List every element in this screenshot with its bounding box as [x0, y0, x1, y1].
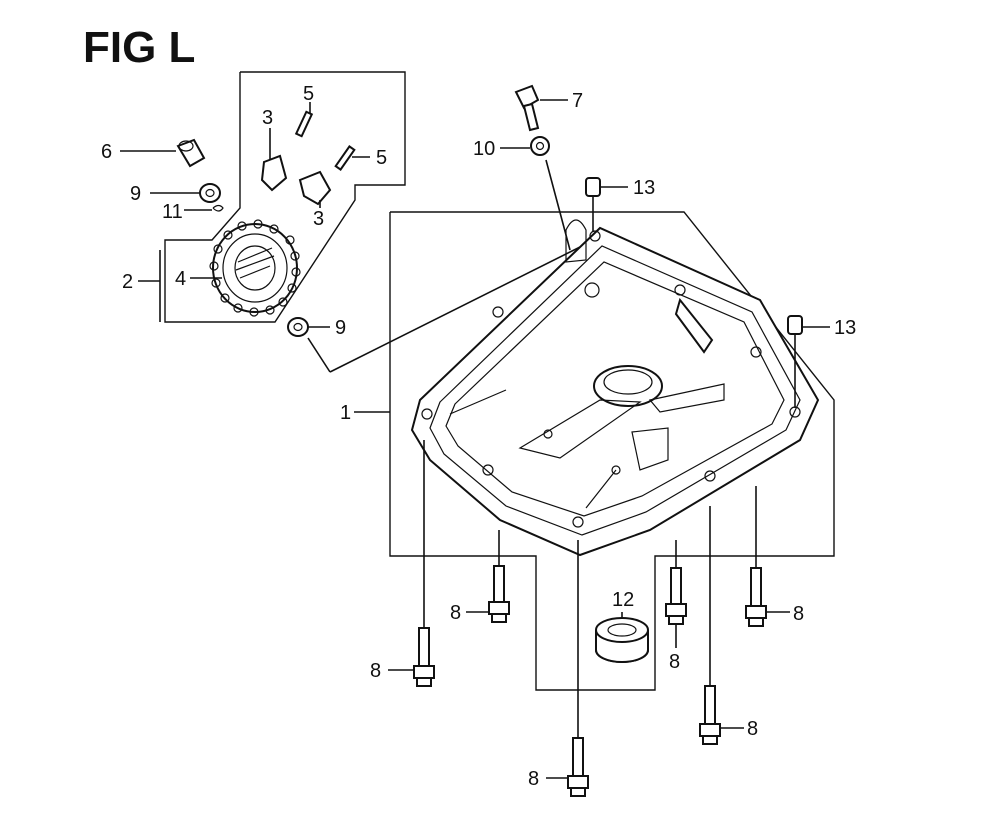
callout-5-lower: 5	[376, 147, 387, 169]
callout-8-a: 8	[450, 602, 461, 624]
callout-11: 11	[162, 201, 183, 223]
callout-9-upper: 9	[130, 183, 141, 205]
shaft-guide-line	[329, 239, 595, 373]
bolt-part-8-e	[745, 567, 767, 627]
pin-part-5-upper	[294, 110, 314, 138]
bolt-part-8-c	[567, 737, 589, 797]
bolt-guide-line	[545, 159, 571, 251]
callout-7: 7	[572, 90, 583, 112]
weight-part-3-upper	[260, 154, 288, 192]
callout-8-c: 8	[528, 768, 539, 790]
oil-seal-part-12	[595, 617, 649, 663]
bolt-part-7	[514, 84, 540, 132]
callout-2: 2	[122, 271, 133, 293]
callout-3-lower: 3	[313, 208, 324, 230]
callout-10: 10	[473, 138, 495, 160]
bolt-part-8-b	[413, 627, 435, 687]
callout-8-d: 8	[669, 651, 680, 673]
callout-13-upper: 13	[633, 177, 655, 199]
dowel-part-13-right	[787, 315, 803, 335]
pin-part-5-lower	[334, 145, 356, 171]
pin-part-6	[176, 138, 206, 168]
callout-12: 12	[612, 589, 634, 611]
gear-part	[209, 219, 301, 317]
washer-guide-line	[307, 337, 331, 373]
callout-3-upper: 3	[262, 107, 273, 129]
clip-part-11	[212, 204, 224, 212]
callout-9-lower: 9	[335, 317, 346, 339]
callout-6: 6	[101, 141, 112, 163]
callout-1: 1	[340, 402, 351, 424]
washer-part-9-upper	[199, 183, 221, 203]
washer-part-9-lower	[287, 317, 309, 337]
washer-part-10	[530, 136, 550, 156]
bolt-part-8-a	[488, 565, 510, 623]
leader-lines	[120, 99, 830, 779]
gear-assembly-outline	[164, 71, 406, 323]
callout-4: 4	[175, 268, 186, 290]
weight-part-3-lower	[298, 170, 332, 206]
callout-8-f: 8	[747, 718, 758, 740]
dowel-part-13-upper	[585, 177, 601, 197]
callout-13-right: 13	[834, 317, 856, 339]
callout-5-upper: 5	[303, 83, 314, 105]
callout-8-e: 8	[793, 603, 804, 625]
figure-title: FIG L	[83, 23, 195, 72]
bolt-part-8-d	[665, 567, 687, 625]
oil-pan-part	[410, 219, 820, 557]
callout-8-b: 8	[370, 660, 381, 682]
bolt-part-8-f	[699, 685, 721, 745]
